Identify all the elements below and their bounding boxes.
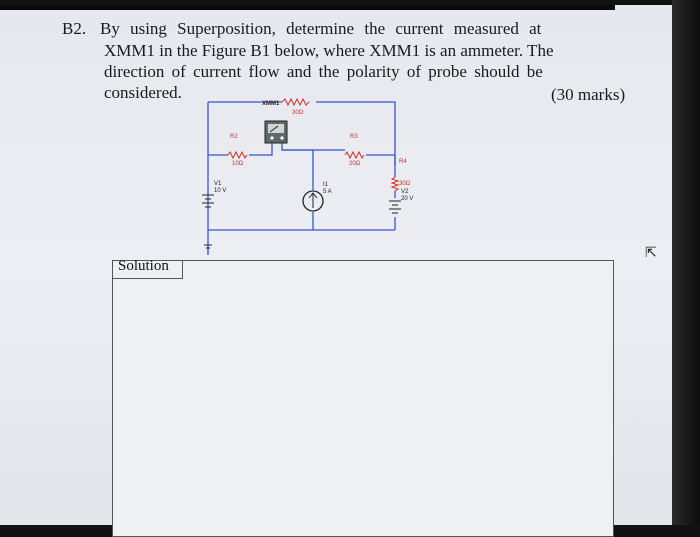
mouse-cursor-icon: ⇱ (645, 246, 657, 261)
r4-resistor (390, 176, 400, 192)
wires (207, 101, 396, 255)
question-line-1: By using Superposition, determine the cu… (100, 19, 542, 38)
circuit-diagram: XMM1 30Ω R2 10Ω R3 20Ω R4 30Ω V1 10 V I1… (202, 97, 413, 255)
r3-value: 20Ω (349, 161, 361, 167)
solution-label: Solution (118, 258, 169, 274)
r2-value: 10Ω (232, 161, 244, 167)
r3-label: R3 (350, 134, 358, 140)
r2-resistor (227, 150, 248, 160)
v1-battery-icon (202, 194, 214, 208)
question-line-4: considered. (104, 83, 182, 102)
solution-label-cell (112, 260, 183, 279)
question-line-2: XMM1 in the Figure B1 below, where XMM1 … (104, 41, 554, 60)
question-number: B2. (62, 19, 87, 38)
document-page: B2. By using Superposition, determine th… (0, 5, 672, 537)
current-source-icon (302, 190, 324, 212)
monitor-bezel (672, 0, 700, 525)
r3-resistor (344, 150, 365, 160)
r4-label: R4 (399, 159, 407, 165)
meter-label: XMM1 (262, 101, 280, 107)
i1-label: I1 (323, 182, 329, 188)
i1-value: 5 A (323, 189, 332, 195)
v2-battery-icon (389, 200, 401, 214)
v2-label: V2 (401, 189, 409, 195)
solution-box[interactable] (112, 260, 614, 537)
v1-value: 10 V (214, 188, 226, 194)
v2-value: 20 V (401, 196, 413, 202)
marks: (30 marks) (551, 85, 626, 104)
v1-label: V1 (214, 181, 222, 187)
top-rule (0, 5, 615, 10)
r1-value: 30Ω (292, 110, 304, 116)
question-line-3: direction of current flow and the polari… (104, 62, 543, 81)
r1-resistor (281, 97, 310, 107)
ammeter-xmm1-icon (264, 120, 288, 144)
r2-label: R2 (230, 134, 238, 140)
r4-value: 30Ω (399, 181, 411, 187)
